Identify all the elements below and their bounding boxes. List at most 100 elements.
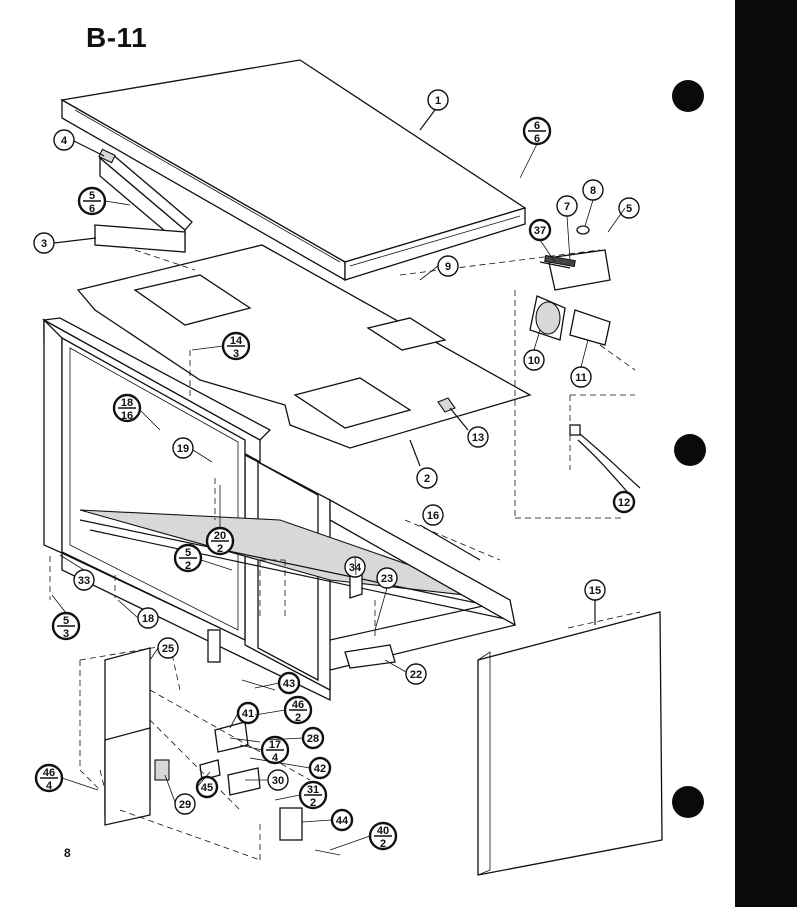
svg-text:18: 18 (121, 397, 133, 409)
callout-2: 2 (416, 467, 438, 489)
callout-8: 8 (582, 179, 604, 201)
svg-text:31: 31 (307, 784, 319, 796)
svg-text:46: 46 (292, 699, 304, 711)
callout-4: 4 (53, 129, 75, 151)
callout-22: 22 (405, 663, 427, 685)
svg-text:6: 6 (89, 203, 95, 215)
svg-text:14: 14 (230, 335, 243, 347)
callout-5-over-6: 5 6 (77, 186, 107, 216)
svg-text:4: 4 (46, 780, 53, 792)
svg-text:2: 2 (424, 473, 430, 485)
callout-44: 44 (330, 808, 354, 832)
callout-25: 25 (157, 637, 179, 659)
callout-43: 43 (277, 671, 301, 695)
callout-7: 7 (556, 195, 578, 217)
callout-12: 12 (612, 490, 636, 514)
svg-text:45: 45 (201, 782, 213, 794)
callout-42: 42 (308, 756, 332, 780)
punch-hole-top (672, 80, 704, 112)
svg-text:19: 19 (177, 443, 189, 455)
leader-lines (51, 143, 626, 851)
callout-18-over-16: 18 16 (112, 393, 142, 423)
svg-text:42: 42 (314, 763, 326, 775)
svg-text:44: 44 (336, 815, 349, 827)
callout-17-over-4: 17 4 (260, 735, 290, 765)
callout-20-over-2: 20 2 (205, 526, 235, 556)
svg-text:3: 3 (41, 238, 47, 250)
main-frame (41, 317, 516, 702)
svg-text:5: 5 (185, 547, 191, 559)
callout-31-over-2: 31 2 (298, 780, 328, 810)
page-number: 8 (64, 846, 71, 860)
callout-11: 11 (570, 366, 592, 388)
callout-15: 15 (584, 579, 606, 601)
callout-18: 18 (137, 607, 159, 629)
callout-30: 30 (267, 769, 289, 791)
callout-33: 33 (73, 569, 95, 591)
svg-text:2: 2 (310, 797, 316, 809)
callout-9: 9 (437, 255, 459, 277)
callout-3: 3 (33, 232, 55, 254)
svg-text:3: 3 (233, 348, 239, 360)
svg-text:29: 29 (179, 799, 191, 811)
callout-5-over-2: 5 2 (173, 543, 203, 573)
svg-text:17: 17 (269, 739, 281, 751)
svg-text:40: 40 (377, 825, 389, 837)
svg-text:41: 41 (242, 708, 254, 720)
callout-46-over-4: 46 4 (34, 763, 64, 793)
svg-text:23: 23 (381, 573, 393, 585)
guide-lines (49, 249, 601, 640)
callout-23: 23 (376, 567, 398, 589)
svg-text:15: 15 (589, 585, 601, 597)
punch-hole-bottom (672, 786, 704, 818)
callout-1: 1 (427, 89, 449, 111)
callout-16: 16 (422, 504, 444, 526)
svg-text:3: 3 (63, 628, 69, 640)
svg-text:37: 37 (534, 225, 546, 237)
top-cover (60, 59, 527, 282)
svg-text:8: 8 (590, 185, 596, 197)
callout-41: 41 (236, 701, 260, 725)
callout-5-over-3: 5 3 (51, 611, 81, 641)
rear-components (514, 225, 641, 519)
callout-45: 45 (195, 775, 219, 799)
callout-28: 28 (301, 726, 325, 750)
svg-text:5: 5 (626, 203, 632, 215)
svg-text:33: 33 (78, 575, 90, 587)
inner-plate (76, 244, 532, 467)
svg-text:4: 4 (61, 135, 68, 147)
svg-text:6: 6 (534, 120, 540, 132)
callout-46-over-2: 46 2 (283, 695, 313, 725)
svg-text:28: 28 (307, 733, 319, 745)
callout-40-over-2: 40 2 (368, 821, 398, 851)
svg-text:2: 2 (185, 560, 191, 572)
svg-text:5: 5 (63, 615, 69, 627)
svg-text:25: 25 (162, 643, 174, 655)
lower-assembly (79, 565, 396, 861)
callout-14-over-3: 14 3 (221, 331, 251, 361)
callout-13: 13 (467, 426, 489, 448)
svg-text:13: 13 (472, 432, 484, 444)
svg-text:16: 16 (427, 510, 439, 522)
svg-text:1: 1 (435, 95, 441, 107)
svg-text:16: 16 (121, 410, 133, 422)
svg-text:11: 11 (575, 372, 587, 384)
svg-text:7: 7 (564, 201, 570, 213)
callout-10: 10 (523, 349, 545, 371)
bracket-part (53, 139, 193, 253)
binding-edge-bar (735, 0, 797, 907)
svg-text:2: 2 (380, 838, 386, 850)
svg-text:12: 12 (618, 497, 630, 509)
callout-5: 5 (618, 197, 640, 219)
svg-text:18: 18 (142, 613, 154, 625)
svg-text:22: 22 (410, 669, 422, 681)
svg-text:9: 9 (445, 261, 451, 273)
callout-19: 19 (172, 437, 194, 459)
punch-hole-middle (674, 434, 706, 466)
callout-6-over-6: 6 6 (522, 116, 552, 146)
svg-text:2: 2 (295, 712, 301, 724)
svg-text:30: 30 (272, 775, 284, 787)
side-panel (477, 600, 663, 876)
svg-text:20: 20 (214, 530, 226, 542)
svg-text:6: 6 (534, 133, 540, 145)
